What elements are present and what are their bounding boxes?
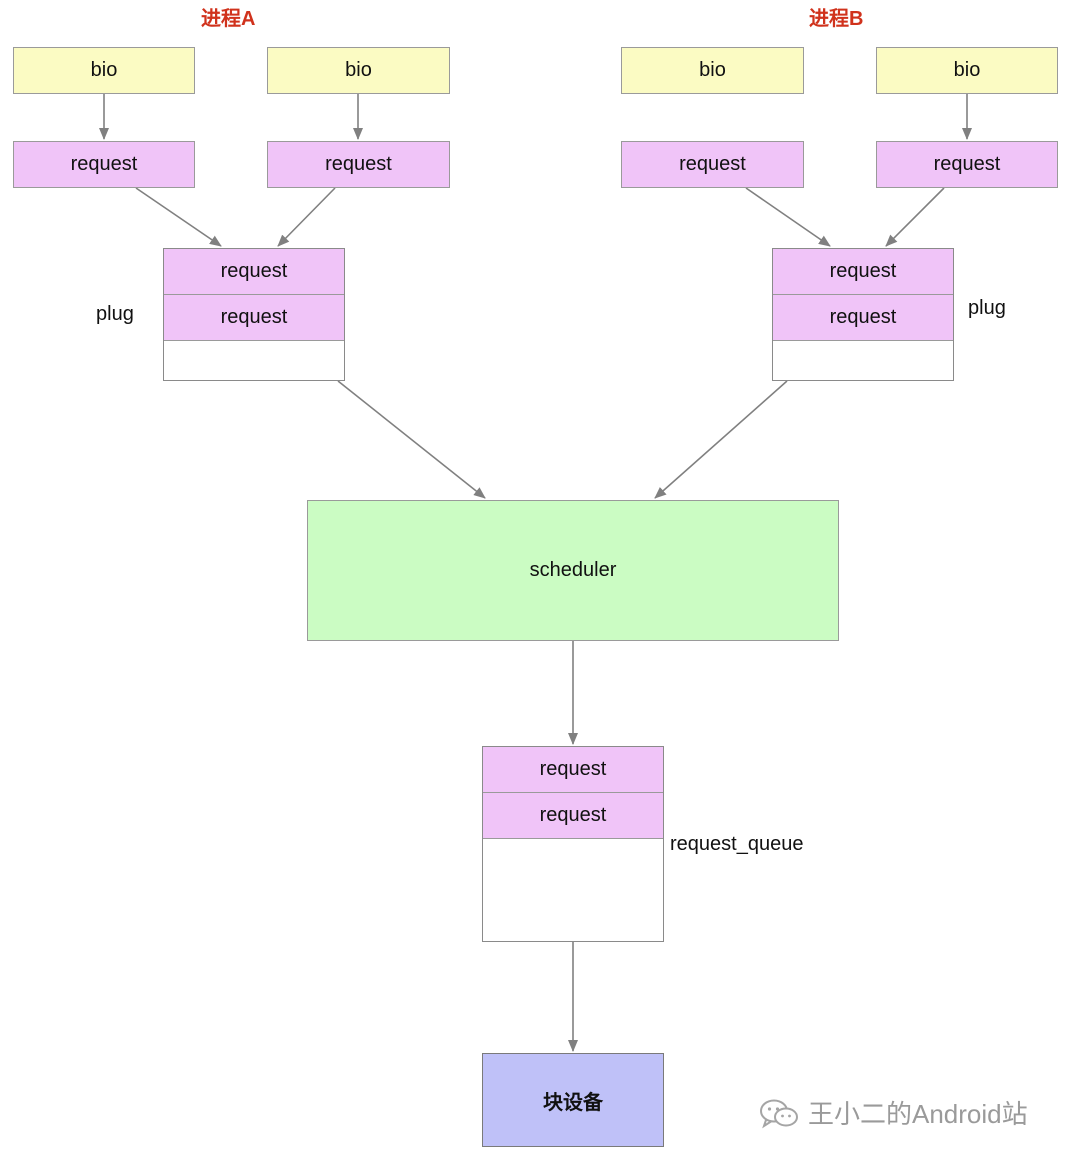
plug-b-request-1: request bbox=[773, 249, 953, 295]
bio-node-b2: bio bbox=[876, 47, 1058, 94]
process-b-title: 进程B bbox=[809, 8, 864, 30]
plug-b-request-2: request bbox=[773, 295, 953, 341]
request-node-b2: request bbox=[876, 141, 1058, 188]
queue-request-2: request bbox=[483, 793, 663, 839]
queue-request-1: request bbox=[483, 747, 663, 793]
plug-stack-b: request request bbox=[772, 248, 954, 381]
request-queue-label: request_queue bbox=[670, 833, 804, 855]
edge-plug-b-scheduler bbox=[654, 380, 788, 499]
edge-request-a1-plug bbox=[135, 187, 222, 247]
watermark: 王小二的Android站 bbox=[758, 1094, 1028, 1131]
process-a-title: 进程A bbox=[201, 8, 256, 30]
edge-request-b2-plug bbox=[885, 187, 945, 247]
request-queue-stack: request request bbox=[482, 746, 664, 942]
block-device-node: 块设备 bbox=[482, 1053, 664, 1147]
plug-stack-a: request request bbox=[163, 248, 345, 381]
edge-plug-a-scheduler bbox=[337, 380, 486, 499]
bio-node-b1: bio bbox=[621, 47, 804, 94]
plug-a-request-1: request bbox=[164, 249, 344, 295]
bio-node-a2: bio bbox=[267, 47, 450, 94]
wechat-icon bbox=[760, 1099, 798, 1128]
plug-label-a: plug bbox=[96, 303, 134, 325]
request-node-a2: request bbox=[267, 141, 450, 188]
watermark-text: 王小二的Android站 bbox=[808, 1099, 1028, 1129]
bio-node-a1: bio bbox=[13, 47, 195, 94]
plug-a-request-2: request bbox=[164, 295, 344, 341]
request-node-b1: request bbox=[621, 141, 804, 188]
edge-request-b1-plug bbox=[745, 187, 831, 247]
request-node-a1: request bbox=[13, 141, 195, 188]
edge-request-a2-plug bbox=[277, 187, 336, 247]
plug-label-b: plug bbox=[968, 297, 1006, 319]
scheduler-node: scheduler bbox=[307, 500, 839, 641]
